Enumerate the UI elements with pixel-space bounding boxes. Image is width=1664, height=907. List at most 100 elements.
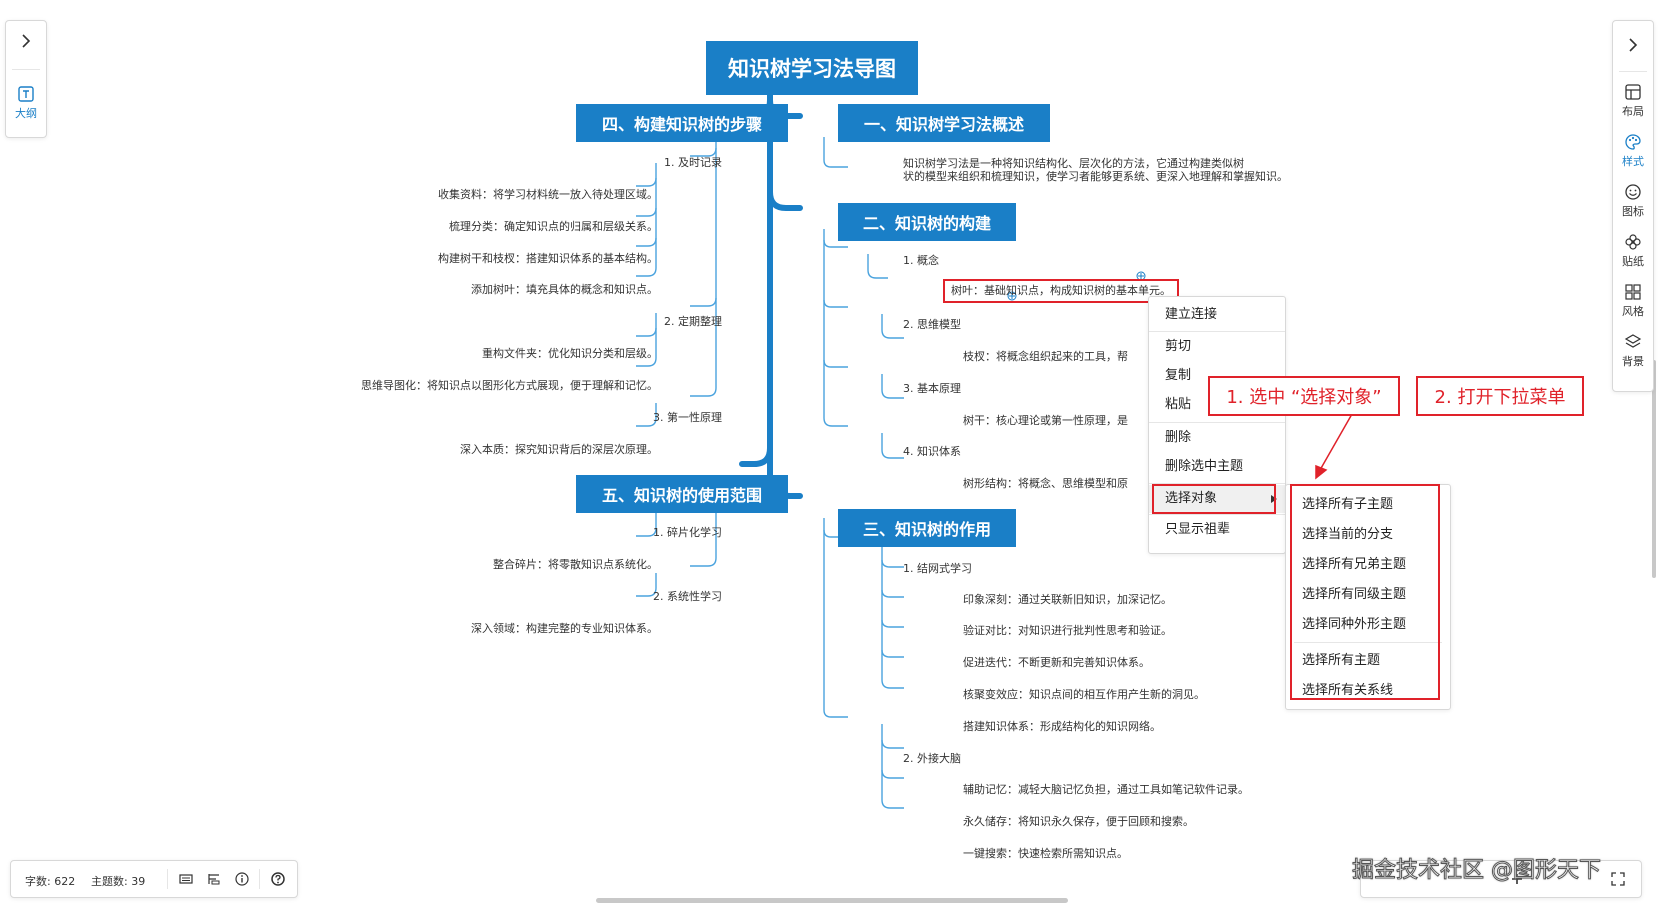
- root-topic[interactable]: 知识树学习法导图: [706, 41, 918, 95]
- menu-divider: [1149, 514, 1285, 515]
- subtopic[interactable]: 3. 基本原理: [903, 382, 961, 395]
- divider: [259, 869, 260, 889]
- menu-item-paste[interactable]: 粘贴: [1165, 397, 1192, 412]
- root-topic-label: 知识树学习法导图: [728, 57, 896, 81]
- expand-left-button[interactable]: [6, 33, 46, 49]
- fullscreen-icon[interactable]: [1611, 872, 1625, 886]
- leaf-topic[interactable]: 验证对比：对知识进行批判性思考和验证。: [963, 624, 1172, 637]
- leaf-topic[interactable]: 辅助记忆：减轻大脑记忆负担，通过工具如笔记软件记录。: [963, 783, 1249, 796]
- submenu-item-select-branch[interactable]: 选择当前的分支: [1302, 527, 1394, 542]
- topic-desc-line[interactable]: 状的模型来组织和梳理知识，使学习者能够更系统、更深入地理解和掌握知识。: [903, 170, 1288, 183]
- submenu-item-select-all-topics[interactable]: 选择所有主题: [1302, 653, 1381, 668]
- icon-button[interactable]: 图标: [1613, 183, 1653, 219]
- menu-item-create-link[interactable]: 建立连接: [1165, 307, 1218, 322]
- topic-label: 二、知识树的构建: [862, 214, 991, 233]
- leaf-topic[interactable]: 搭建知识体系：形成结构化的知识网络。: [963, 720, 1161, 733]
- topic-desc-line[interactable]: 知识树学习法是一种将知识结构化、层次化的方法，它通过构建类似树: [903, 157, 1244, 170]
- menu-item-delete[interactable]: 删除: [1165, 430, 1192, 445]
- zoom-in-icon[interactable]: [1511, 873, 1523, 885]
- topic-branch-2[interactable]: 二、知识树的构建: [838, 203, 1016, 241]
- subtopic[interactable]: 1. 概念: [903, 254, 939, 267]
- topic-branch-4[interactable]: 四、构建知识树的步骤: [576, 104, 788, 142]
- topic-branch-5[interactable]: 五、知识树的使用范围: [576, 475, 788, 513]
- expand-right-button[interactable]: [1613, 37, 1653, 53]
- left-panel: 大纲: [5, 20, 47, 138]
- style-button[interactable]: 样式: [1613, 133, 1653, 169]
- menu-divider: [1149, 422, 1285, 423]
- topic-branch-1[interactable]: 一、知识树学习法概述: [838, 104, 1050, 142]
- subtopic[interactable]: 4. 知识体系: [903, 445, 961, 458]
- leaf-topic[interactable]: 思维导图化：将知识点以图形化方式展现，便于理解和记忆。: [361, 379, 658, 392]
- leaf-topic[interactable]: 树形结构：将概念、思维模型和原: [963, 477, 1128, 490]
- submenu-item-select-same-shape[interactable]: 选择同种外形主题: [1302, 617, 1407, 632]
- menu-item-show-ancestors[interactable]: 只显示祖辈: [1165, 522, 1231, 537]
- palette-icon: [1625, 134, 1641, 150]
- subtopic[interactable]: 3. 第一性原理: [653, 411, 722, 424]
- icon-label: 图标: [1622, 205, 1644, 218]
- leaf-topic[interactable]: 重构文件夹：优化知识分类和层级。: [482, 347, 658, 360]
- grid-icon: [1625, 284, 1641, 300]
- leaf-topic[interactable]: 整合碎片：将零散知识点系统化。: [493, 558, 658, 571]
- menu-item-copy[interactable]: 复制: [1165, 368, 1192, 383]
- theme-button[interactable]: 风格: [1613, 283, 1653, 319]
- minimap-icon[interactable]: [179, 872, 193, 886]
- theme-label: 风格: [1622, 305, 1644, 318]
- subtopic[interactable]: 2. 思维模型: [903, 318, 961, 331]
- topic-label: 一、知识树学习法概述: [863, 115, 1024, 134]
- leaf-topic[interactable]: 收集资料：将学习材料统一放入待处理区域。: [438, 188, 658, 201]
- subtopic[interactable]: 1. 及时记录: [664, 156, 722, 169]
- annotation-step-1: 1. 选中 “选择对象”: [1208, 376, 1400, 416]
- leaf-topic[interactable]: 深入本质：探究知识背后的深层次原理。: [460, 443, 658, 456]
- leaf-topic[interactable]: 添加树叶：填充具体的概念和知识点。: [471, 283, 658, 296]
- leaf-topic[interactable]: 永久储存：将知识永久保存，便于回顾和搜索。: [963, 815, 1194, 828]
- sticker-button[interactable]: 贴纸: [1613, 233, 1653, 269]
- layers-icon: [1624, 334, 1642, 348]
- subtopic[interactable]: 1. 结网式学习: [903, 562, 972, 575]
- outline-button[interactable]: 大纲: [6, 85, 46, 121]
- info-icon[interactable]: [235, 872, 249, 886]
- submenu-item-select-siblings[interactable]: 选择所有兄弟主题: [1302, 557, 1407, 572]
- divider: [167, 869, 168, 889]
- chevron-right-icon: [22, 34, 31, 48]
- menu-item-cut[interactable]: 剪切: [1165, 339, 1192, 354]
- subtopic[interactable]: 2. 系统性学习: [653, 590, 722, 603]
- subtopic-selected[interactable]: 树叶：基础知识点，构成知识树的基本单元。: [943, 279, 1179, 303]
- topic-label: 三、知识树的作用: [862, 520, 991, 539]
- structure-icon[interactable]: [207, 872, 221, 886]
- context-menu: 建立连接 剪切 复制 粘贴 删除 删除选中主题 选择对象 只显示祖辈: [1148, 296, 1286, 554]
- subtopic[interactable]: 2. 定期整理: [664, 315, 722, 328]
- background-button[interactable]: 背景: [1613, 333, 1653, 369]
- leaf-topic[interactable]: 枝杈：将概念组织起来的工具，帮: [963, 350, 1128, 363]
- outline-icon: [18, 86, 34, 102]
- leaf-topic[interactable]: 一键搜索：快速检索所需知识点。: [963, 847, 1128, 860]
- topic-branch-3[interactable]: 三、知识树的作用: [838, 509, 1016, 547]
- leaf-topic[interactable]: 核聚变效应：知识点间的相互作用产生新的洞见。: [963, 688, 1205, 701]
- leaf-topic[interactable]: 印象深刻：通过关联新旧知识，加深记忆。: [963, 593, 1172, 606]
- divider: [1619, 71, 1647, 72]
- highlight-select-object: [1152, 484, 1276, 514]
- submenu-item-select-children[interactable]: 选择所有子主题: [1302, 497, 1394, 512]
- subtopic[interactable]: 1. 碎片化学习: [653, 526, 722, 539]
- annotation-text: 2. 打开下拉菜单: [1434, 387, 1566, 408]
- menu-item-select-object[interactable]: 选择对象: [1149, 485, 1285, 513]
- subtopic[interactable]: 2. 外接大脑: [903, 752, 961, 765]
- topic-label: 五、知识树的使用范围: [601, 486, 762, 505]
- annotation-step-2: 2. 打开下拉菜单: [1416, 376, 1584, 416]
- leaf-topic[interactable]: 树干：核心理论或第一性原理，是: [963, 414, 1128, 427]
- layout-button[interactable]: 布局: [1613, 83, 1653, 119]
- zoom-control: [1360, 860, 1642, 898]
- help-icon[interactable]: [271, 872, 285, 886]
- status-bar: 字数: 622 主题数: 39: [10, 860, 298, 898]
- menu-divider: [1149, 483, 1285, 484]
- leaf-topic[interactable]: 深入领域：构建完整的专业知识体系。: [471, 622, 658, 635]
- leaf-topic[interactable]: 构建树干和枝杈：搭建知识体系的基本结构。: [438, 252, 658, 265]
- leaf-topic[interactable]: 促进迭代：不断更新和完善知识体系。: [963, 656, 1150, 669]
- menu-item-delete-selected[interactable]: 删除选中主题: [1165, 459, 1244, 474]
- submenu-item-select-same-level[interactable]: 选择所有同级主题: [1302, 587, 1407, 602]
- outline-label: 大纲: [15, 107, 37, 120]
- submenu-item-select-all-relations[interactable]: 选择所有关系线: [1302, 683, 1394, 698]
- leaf-topic[interactable]: 梳理分类：确定知识点的归属和层级关系。: [449, 220, 658, 233]
- layout-label: 布局: [1622, 105, 1644, 118]
- chevron-right-icon: [1629, 38, 1638, 52]
- flower-icon: [1625, 234, 1641, 250]
